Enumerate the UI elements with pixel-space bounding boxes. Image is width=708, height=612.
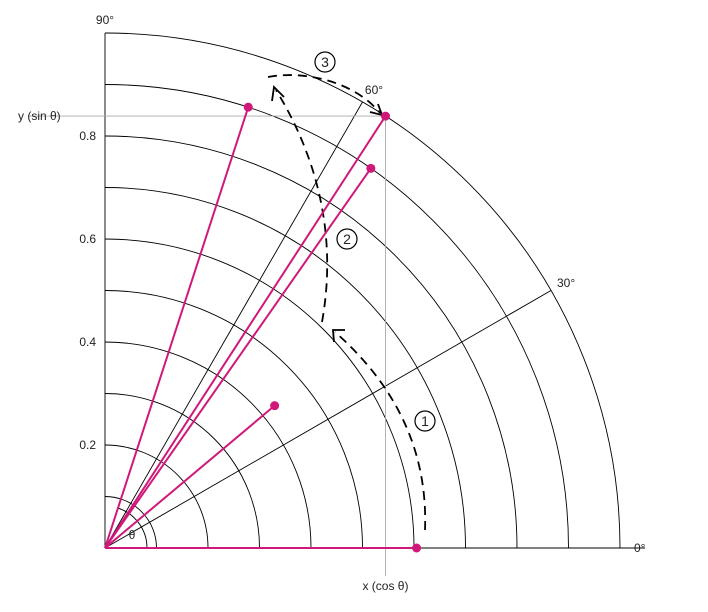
path-segment-1: [334, 331, 427, 531]
x-axis-label: x (cos θ): [362, 579, 408, 593]
vector-point-40: [270, 401, 280, 411]
angle-label-0: 0°: [634, 541, 646, 555]
projection-guides: [28, 115, 386, 576]
arrowhead-1: [332, 329, 345, 343]
step-marker-2: 2: [336, 228, 358, 250]
angle-rays: [104, 101, 552, 549]
vectors: [104, 102, 422, 553]
ray-60: [104, 101, 363, 549]
grid-arc: [104, 444, 209, 549]
vector-point-55: [366, 163, 376, 173]
grid-arc: [104, 393, 260, 549]
step-marker-1: 1: [414, 410, 436, 432]
path-segment-3: [267, 74, 381, 114]
grid-arc: [104, 496, 157, 549]
grid-arc: [104, 135, 518, 549]
angle-label-60: 60°: [365, 83, 383, 97]
labels: 90° 60° 30° 0° 0.2 0.4 0.6 0.8 x (cos θ)…: [18, 13, 646, 593]
vector-point-0: [412, 543, 422, 553]
y-tick-label: 0.4: [79, 335, 96, 349]
ray-30: [104, 290, 552, 549]
arc-grid: [104, 32, 645, 549]
grid-arc: [104, 290, 363, 549]
step-label: 2: [343, 231, 351, 247]
vector-line-55: [104, 167, 372, 549]
vector-point-57: [380, 111, 390, 121]
grid-arc: [104, 187, 466, 549]
vector-line-40: [104, 404, 276, 549]
grid-arc: [104, 238, 415, 549]
step-label: 1: [421, 413, 429, 429]
grid-arc: [104, 84, 569, 549]
y-tick-label: 0.6: [79, 232, 96, 246]
angle-label-30: 30°: [557, 276, 575, 290]
vector-line-57: [104, 115, 387, 549]
path-segment-2: [275, 89, 329, 323]
arrowhead-2: [271, 85, 285, 102]
vector-point-72: [243, 102, 253, 112]
grid-arc: [104, 341, 312, 549]
grid-arc: [104, 32, 621, 549]
vector-line-72: [104, 106, 250, 549]
theta-arc: [117, 507, 148, 549]
y-tick-label: 0.2: [79, 438, 96, 452]
step-label: 3: [321, 54, 329, 70]
angle-label-90: 90°: [96, 13, 114, 27]
step-marker-3: 3: [314, 51, 336, 73]
y-axis-label: y (sin θ): [18, 109, 61, 123]
theta-label: θ: [129, 528, 136, 542]
y-tick-label: 0.8: [79, 129, 96, 143]
